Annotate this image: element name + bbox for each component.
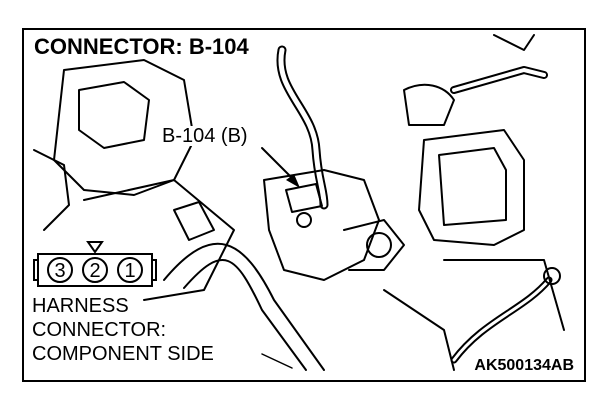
harness-label-leader: [261, 353, 293, 369]
page-title: CONNECTOR: B-104: [34, 36, 252, 58]
hose-upper-fill: [452, 68, 546, 92]
pin-circle: [117, 257, 143, 283]
relay-box-detail: [438, 147, 507, 226]
cable-lower-right: [450, 276, 553, 364]
connector-housing: [37, 253, 153, 287]
component-port: [366, 232, 392, 258]
connector-pin-diagram: 3 2 1: [33, 241, 157, 287]
engine-edge-line: [33, 149, 70, 231]
engine-bay-illustration: [33, 34, 565, 371]
component-flange: [343, 219, 405, 271]
callout-arrowhead: [286, 174, 300, 188]
frame-rail: [443, 259, 565, 331]
diagram-frame: CONNECTOR: B-104 B-104 (B) 3 2 1 HARNESS…: [22, 28, 586, 382]
component-body: [263, 169, 380, 281]
harness-wire-fill: [278, 47, 327, 208]
connector-callout-label: B-104 (B): [160, 125, 250, 147]
connector-left-tab: [33, 259, 38, 281]
mount-bracket: [403, 83, 455, 126]
cable-end-fitting: [543, 267, 561, 285]
harness-wire: [276, 45, 329, 210]
pin-number: 2: [89, 260, 100, 282]
callout-leader: [261, 147, 297, 183]
connector-right-tab: [152, 259, 157, 281]
pin-number: 1: [124, 260, 135, 282]
connector-b104-body: [285, 183, 323, 213]
relay-box-outline: [418, 129, 525, 246]
bracket-outline: [83, 179, 235, 301]
harness-label-line: HARNESS: [32, 295, 129, 317]
harness-label-line: CONNECTOR:: [32, 319, 167, 341]
hose-clamp: [493, 34, 535, 51]
harness-label-line: COMPONENT SIDE: [32, 343, 214, 365]
figure-code: AK500134AB: [474, 357, 574, 374]
pin-circle: [82, 257, 108, 283]
engine-block-detail: [78, 81, 150, 149]
bracket-detail: [173, 201, 215, 241]
lower-linkage: [383, 289, 455, 371]
pin-number: 3: [54, 260, 65, 282]
pipe-outline: [163, 242, 325, 371]
connector-key-marker: [86, 241, 104, 254]
component-bolt: [296, 212, 312, 228]
pin-circle: [47, 257, 73, 283]
pipe-inner-line: [183, 259, 307, 371]
cable-lower-right-fill: [452, 278, 551, 362]
